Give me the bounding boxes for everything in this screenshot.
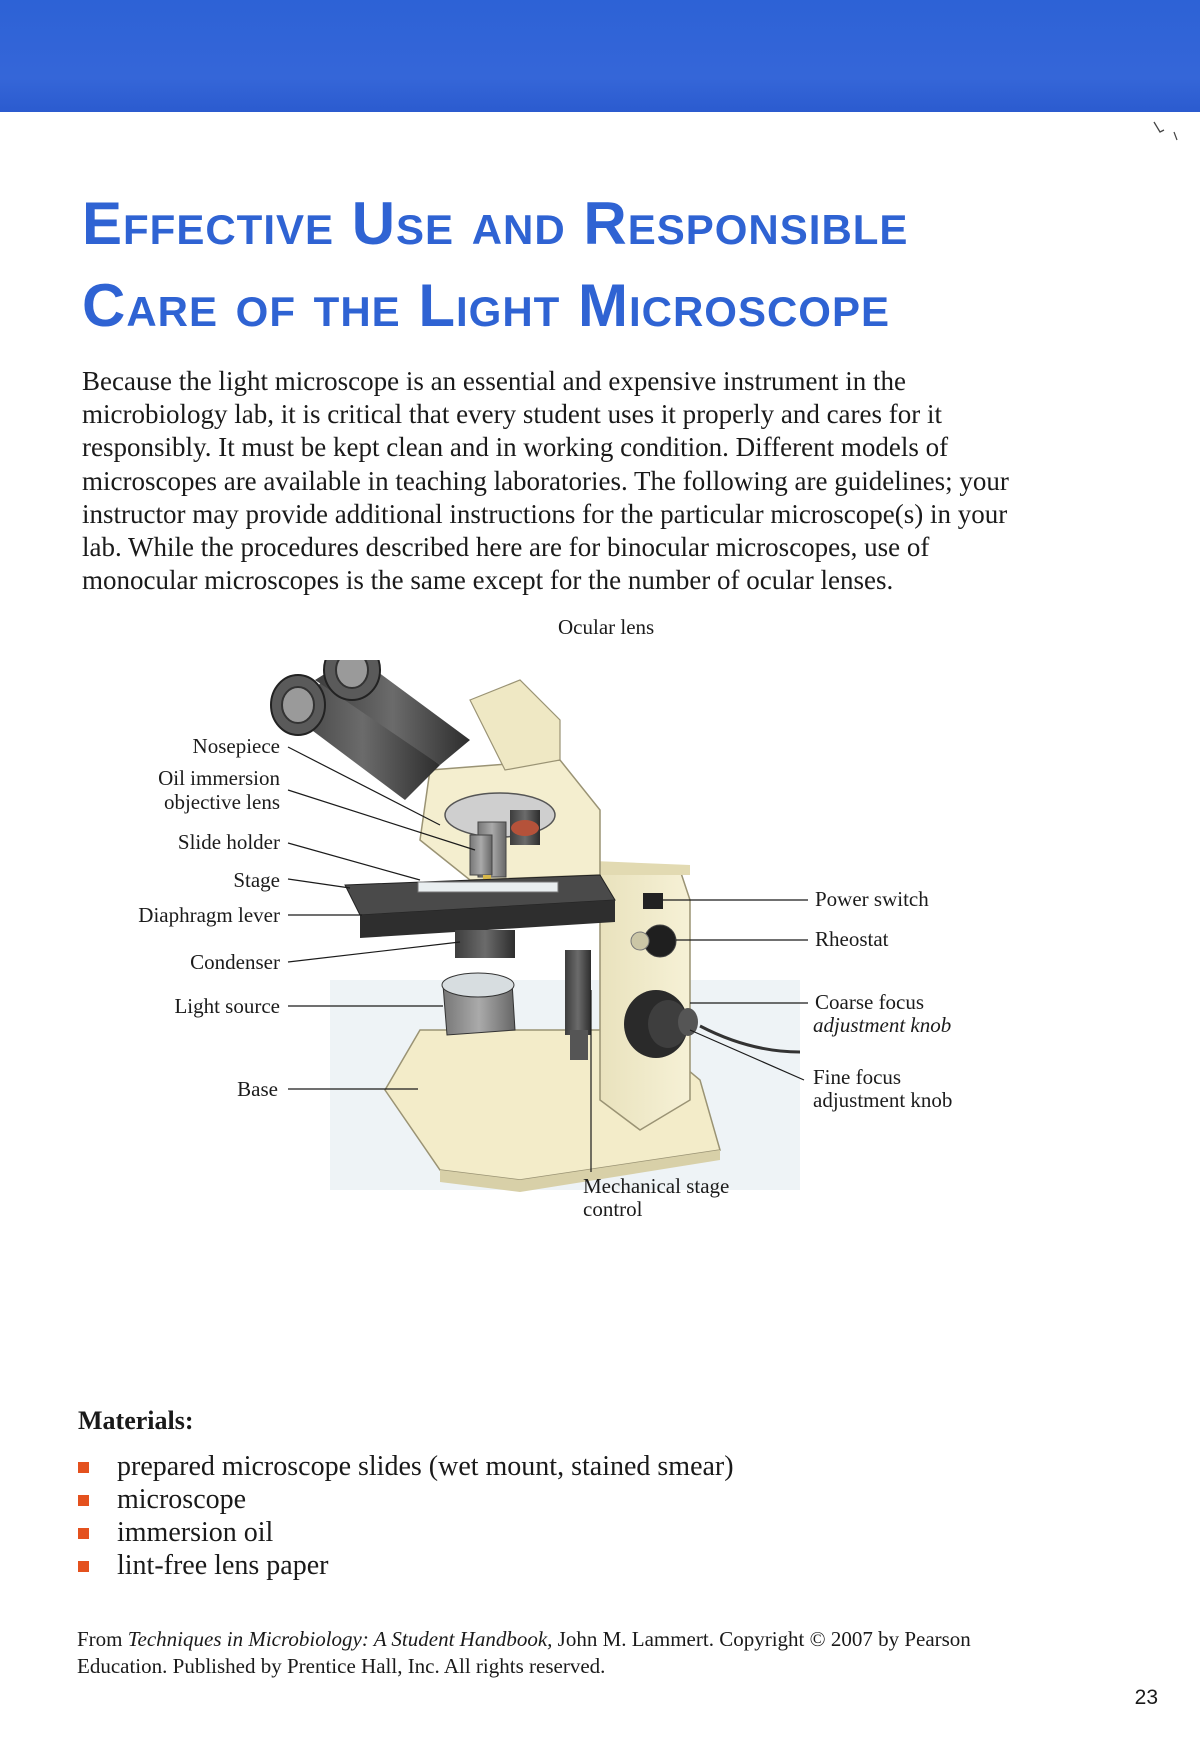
label-leader-lines <box>287 746 808 1172</box>
materials-list: prepared microscope slides (wet mount, s… <box>78 1450 734 1582</box>
list-item: prepared microscope slides (wet mount, s… <box>78 1450 734 1483</box>
footnote-rest: John M. Lammert. Copyright © 2007 by Pea… <box>77 1627 971 1678</box>
label-coarse-focus-line2: adjustment knob <box>813 1013 952 1037</box>
list-item: immersion oil <box>78 1516 734 1549</box>
label-oil-immersion-line2: objective lens <box>163 790 280 814</box>
header-color-band <box>0 0 1200 112</box>
copyright-footnote: From Techniques in Microbiology: A Stude… <box>77 1626 1017 1680</box>
label-base: Base <box>237 1077 278 1101</box>
page-title: Effective Use and Responsible Care of th… <box>82 183 1042 347</box>
label-mechanical-stage-line2: control <box>583 1197 643 1221</box>
list-item-text: lint-free lens paper <box>117 1550 329 1581</box>
bullet-square-icon <box>78 1528 89 1539</box>
label-diaphragm-lever: Diaphragm lever <box>138 903 280 927</box>
bullet-square-icon <box>78 1561 89 1572</box>
list-item: lint-free lens paper <box>78 1549 734 1582</box>
ocular-lenses <box>270 660 470 800</box>
label-power-switch: Power switch <box>815 887 929 911</box>
title-line-1: Effective Use and Responsible <box>82 190 909 257</box>
label-fine-focus-line1: Fine focus <box>813 1065 902 1089</box>
intro-paragraph: Because the light microscope is an essen… <box>82 366 1009 596</box>
bullet-square-icon <box>78 1495 89 1506</box>
materials-heading: Materials: <box>78 1406 194 1435</box>
microscope-illustration <box>270 660 808 1192</box>
corner-pencil-mark <box>1153 121 1178 141</box>
list-item-text: microscope <box>117 1484 247 1515</box>
label-light-source: Light source <box>174 994 280 1018</box>
label-coarse-focus-line1: Coarse focus <box>815 990 925 1014</box>
footnote-book-title: Techniques in Microbiology: A Student Ha… <box>127 1627 553 1651</box>
label-fine-focus-line2: adjustment knob <box>813 1088 953 1112</box>
label-slide-holder: Slide holder <box>177 830 280 854</box>
label-nosepiece: Nosepiece <box>192 734 280 758</box>
bullet-square-icon <box>78 1462 89 1473</box>
page-number: 23 <box>1134 1686 1158 1709</box>
label-mechanical-stage-line1: Mechanical stage <box>583 1174 730 1198</box>
list-item: microscope <box>78 1483 734 1516</box>
label-rheostat: Rheostat <box>815 927 889 951</box>
list-item-text: immersion oil <box>117 1517 274 1548</box>
label-oil-immersion-line1: Oil immersion <box>158 766 280 790</box>
label-ocular-lens: Ocular lens <box>558 615 655 639</box>
label-condenser: Condenser <box>190 950 280 974</box>
label-stage: Stage <box>233 868 280 892</box>
microscope-figure: Ocular lens Nosepiece Oil immersion obje… <box>0 615 1200 1380</box>
footnote-prefix: From <box>77 1627 128 1651</box>
list-item-text: prepared microscope slides (wet mount, s… <box>117 1451 734 1482</box>
title-line-2: Care of the Light Microscope <box>82 272 891 339</box>
